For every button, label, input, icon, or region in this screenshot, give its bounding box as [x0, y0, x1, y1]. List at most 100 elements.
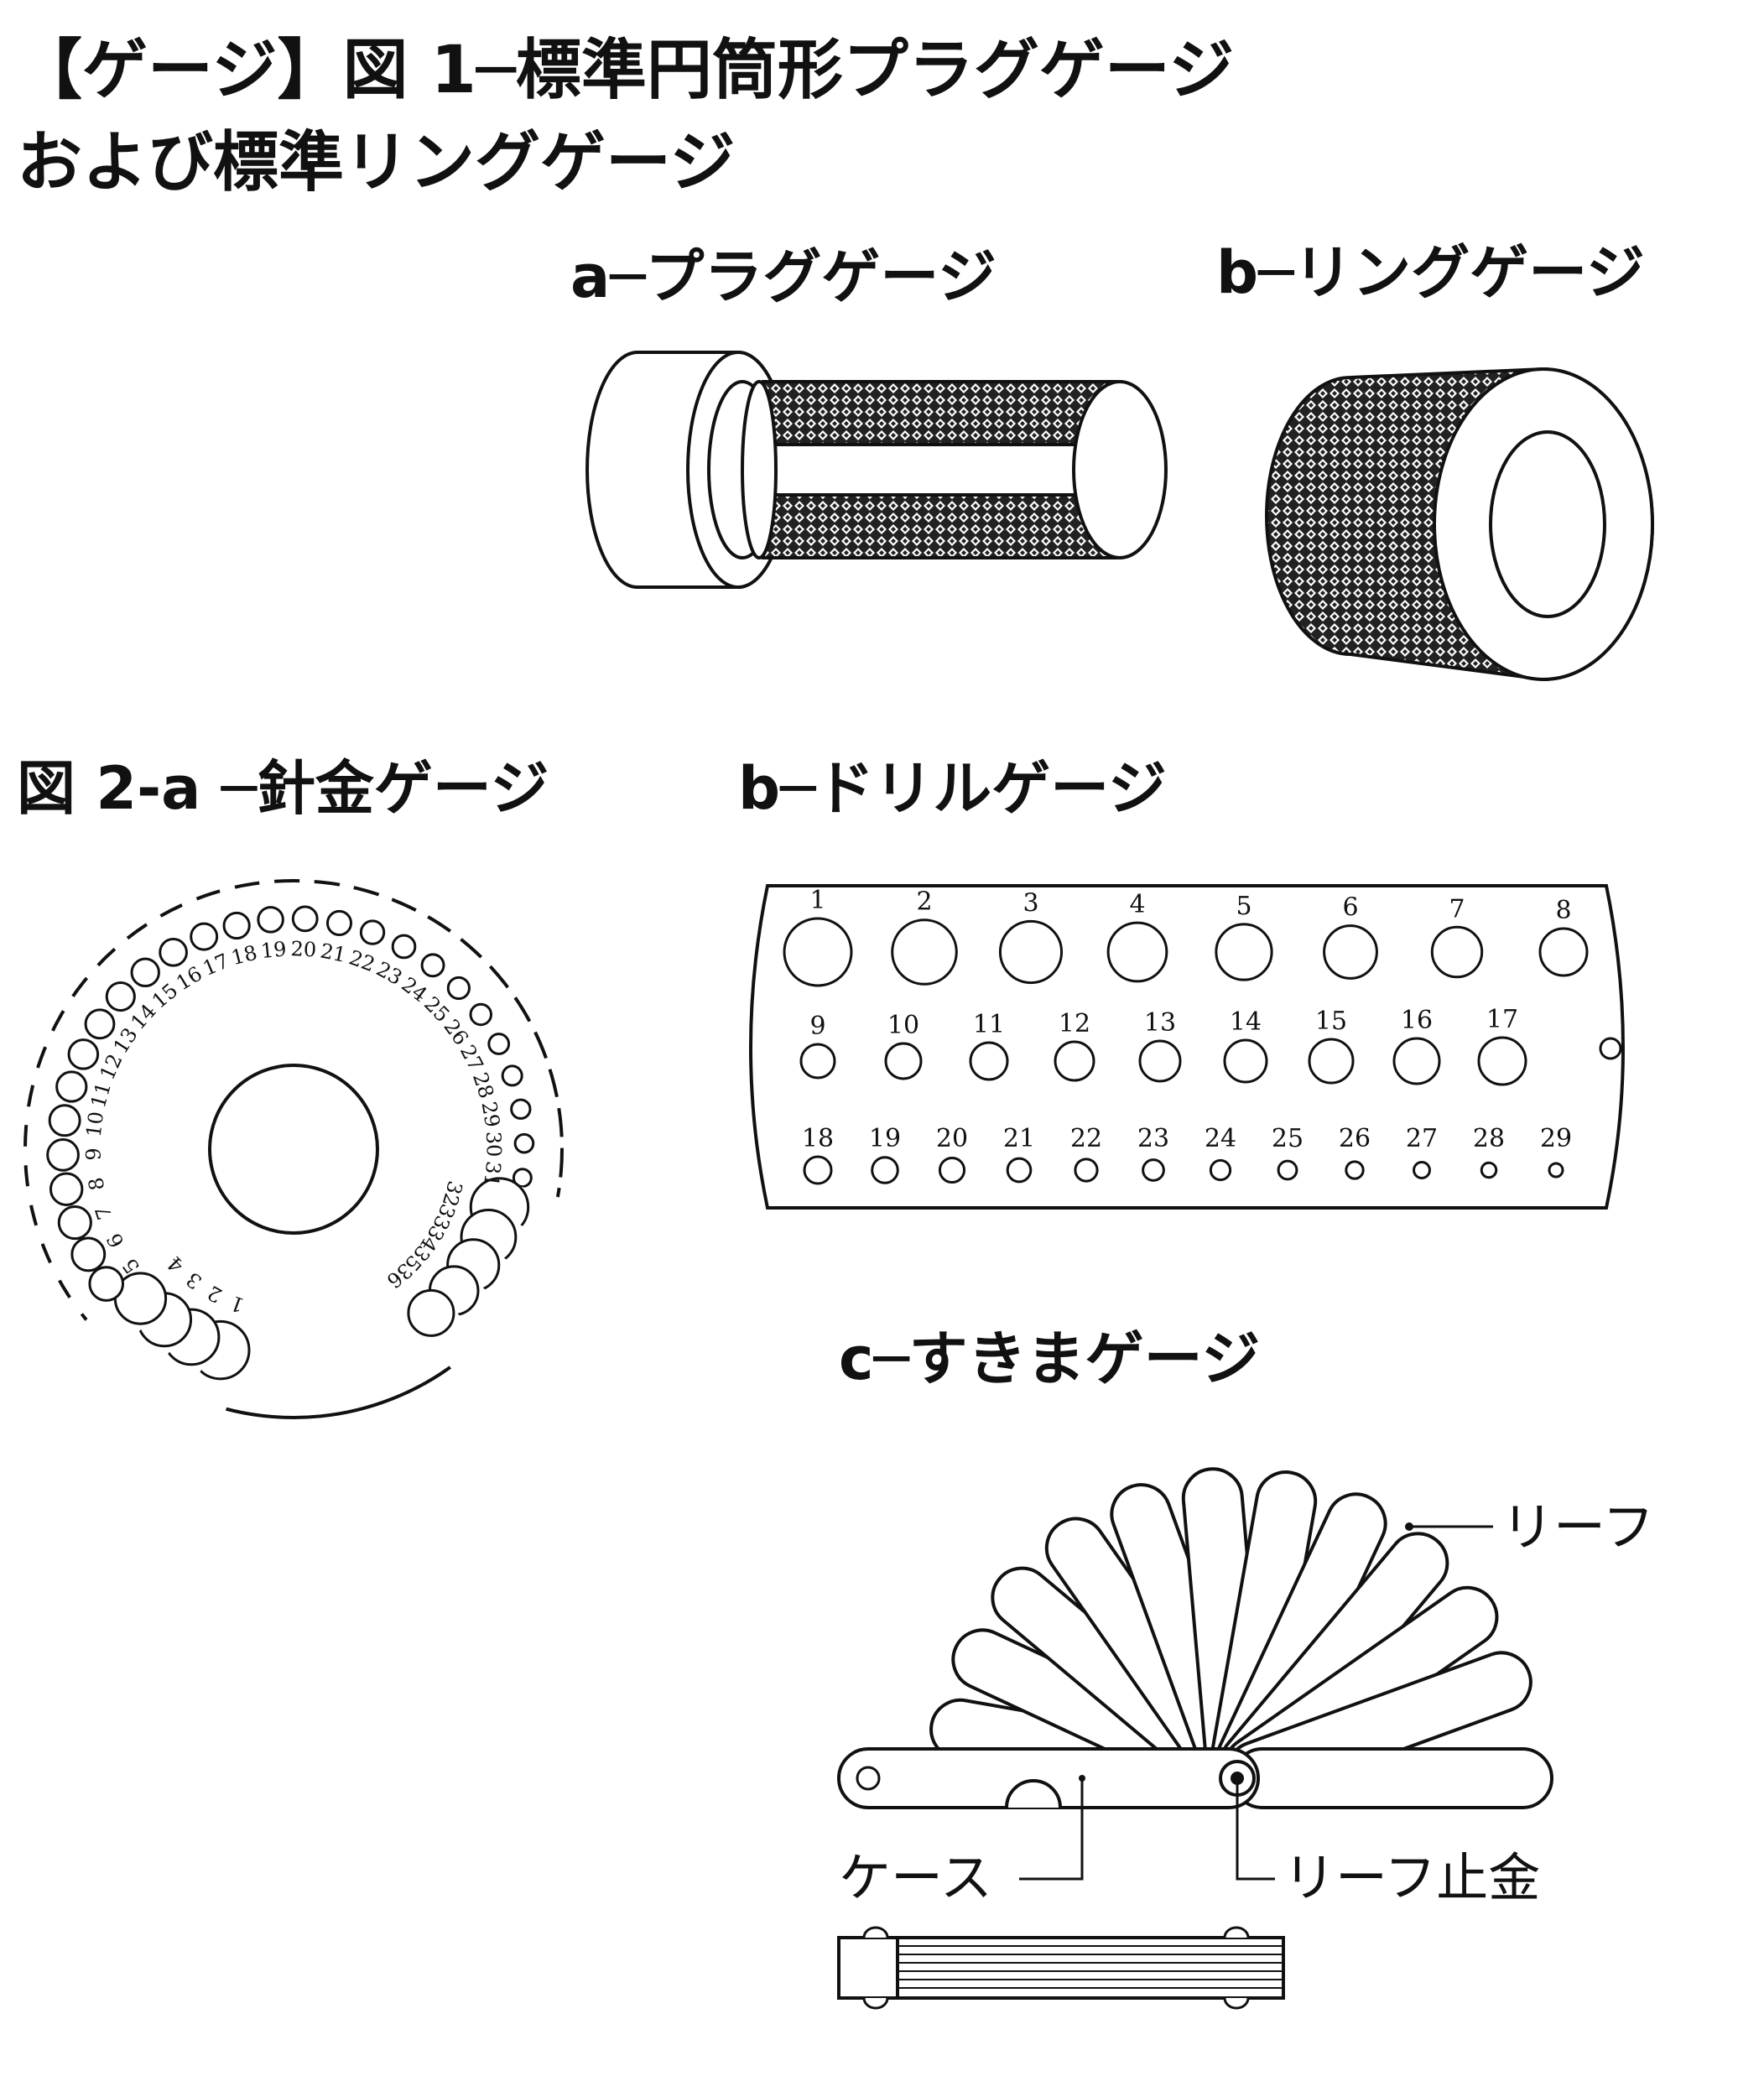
- wire-gauge-slot-hole: [84, 1008, 116, 1040]
- drill-hole-number: 25: [1272, 1124, 1303, 1153]
- drill-hole-number: 24: [1205, 1124, 1236, 1153]
- drill-hole: [783, 917, 853, 987]
- drill-hole-number: 4: [1129, 890, 1145, 919]
- wire-gauge-slot-hole: [446, 976, 471, 1001]
- wire-gauge-slot-hole: [510, 1098, 532, 1120]
- wire-gauge-slot-hole: [88, 1266, 125, 1302]
- wire-gauge-number: 8: [84, 1175, 109, 1192]
- drill-hole-number: 20: [936, 1124, 968, 1153]
- wire-gauge-number: 29: [476, 1100, 504, 1129]
- drill-hole: [1345, 1160, 1365, 1180]
- drill-hole: [1106, 921, 1168, 983]
- drill-hole-number: 6: [1342, 893, 1358, 923]
- wire-gauge-number: 21: [319, 939, 348, 966]
- wire-gauge-slot-hole: [159, 938, 188, 967]
- wire-gauge-number: 9: [81, 1147, 105, 1161]
- drill-hole-number: 12: [1059, 1009, 1090, 1038]
- wire-gauge-number: 19: [260, 937, 288, 963]
- drill-hole-number: 7: [1449, 894, 1465, 924]
- drill-hole-number: 10: [887, 1011, 919, 1040]
- drill-hole: [1142, 1158, 1165, 1182]
- wire-gauge-number: 30: [481, 1131, 506, 1157]
- callout-case: ケース: [839, 1847, 992, 1908]
- wire-gauge-slot-hole: [70, 1236, 107, 1272]
- drill-gauge-hang-hole: [1599, 1037, 1622, 1060]
- drill-hole-number: 14: [1230, 1007, 1262, 1037]
- callout-leaf-pin: リーフ止金: [1283, 1847, 1541, 1908]
- drill-hole: [938, 1156, 966, 1184]
- wire-gauge-slot: [522, 1172, 565, 1189]
- ring-gauge-label: b─リングゲージ: [1216, 238, 1645, 307]
- drill-hole: [803, 1155, 833, 1185]
- ring-gauge-drawing: [1265, 367, 1654, 682]
- drill-hole-number: 17: [1486, 1005, 1518, 1034]
- wire-gauge-slot-hole: [325, 909, 353, 936]
- drill-hole: [1392, 1037, 1441, 1085]
- drill-hole: [1074, 1158, 1099, 1183]
- drill-hole-number: 18: [802, 1124, 834, 1153]
- drill-hole: [998, 919, 1064, 985]
- drill-hole-number: 5: [1236, 892, 1251, 921]
- wire-gauge-slot-hole: [359, 919, 386, 945]
- drill-hole: [1480, 1161, 1498, 1179]
- feeler-gauge-label: c─すきまゲージ: [839, 1324, 1261, 1393]
- feeler-gauge-drawing: [837, 1467, 1553, 2010]
- wire-gauge-slot-hole: [501, 1064, 523, 1087]
- wire-gauge-slot-hole: [257, 906, 284, 934]
- wire-gauge-slot-hole: [487, 1033, 511, 1055]
- drill-gauge-label: b─ドリルゲージ: [738, 754, 1167, 823]
- drill-hole: [1308, 1038, 1355, 1085]
- drill-hole-number: 19: [869, 1124, 901, 1153]
- drill-hole: [871, 1156, 899, 1184]
- wire-gauge-slot-hole: [190, 922, 219, 951]
- drill-hole: [891, 918, 958, 986]
- wire-gauge-slot-hole: [55, 1070, 88, 1103]
- drill-hole: [1538, 927, 1589, 977]
- drill-hole: [1430, 925, 1484, 979]
- drill-hole-number: 27: [1406, 1124, 1438, 1153]
- drill-hole-number: 26: [1339, 1124, 1371, 1153]
- wire-gauge-slot-hole: [291, 905, 319, 933]
- plug-gauge-drawing: [585, 351, 1168, 589]
- drill-hole: [1138, 1039, 1182, 1083]
- drill-hole: [1209, 1158, 1232, 1182]
- drill-hole: [1054, 1040, 1095, 1082]
- wire-gauge-slot-hole: [512, 1168, 533, 1189]
- wire-gauge-number: 31: [479, 1160, 506, 1189]
- drill-hole-number: 2: [916, 887, 932, 917]
- drill-hole: [1323, 924, 1378, 980]
- wire-gauge-slot-hole: [67, 1038, 100, 1070]
- figure1-title-line1: 【ゲージ】図 1─標準円筒形プラグゲージ: [17, 33, 1235, 108]
- wire-gauge-slot: [523, 1137, 567, 1149]
- drill-hole-number: 28: [1473, 1124, 1505, 1153]
- drill-hole: [1215, 923, 1273, 981]
- wire-gauge-number: 10: [82, 1110, 109, 1138]
- drill-hole-number: 11: [973, 1010, 1005, 1039]
- wire-gauge-center-hole: [208, 1064, 379, 1235]
- wire-gauge-slot-hole: [222, 911, 251, 940]
- plug-gauge-label: a─プラグゲージ: [570, 242, 996, 311]
- drill-hole-number: 21: [1003, 1124, 1035, 1153]
- drill-hole-number: 3: [1022, 888, 1038, 918]
- wire-gauge-slot-hole: [469, 1002, 493, 1027]
- feeler-leaf-flat: [1231, 1747, 1553, 1809]
- wire-gauge-slot-hole: [48, 1104, 81, 1137]
- drill-hole-number: 1: [809, 886, 825, 915]
- drill-hole: [1548, 1162, 1564, 1179]
- drill-hole-number: 29: [1540, 1124, 1572, 1153]
- callout-leaf: リーフ: [1501, 1496, 1655, 1558]
- wire-gauge-slot-hole: [513, 1132, 535, 1154]
- drill-hole-number: 15: [1315, 1007, 1347, 1036]
- drill-hole: [884, 1042, 923, 1080]
- wire-gauge-slot-hole: [105, 981, 136, 1012]
- drill-hole: [799, 1043, 836, 1080]
- drill-hole: [1477, 1036, 1527, 1086]
- figure2-title: 図 2-a ─針金ゲージ: [17, 754, 549, 823]
- wire-gauge-slot-hole: [420, 953, 445, 978]
- drill-hole-number: 22: [1070, 1124, 1102, 1153]
- drill-hole-number: 16: [1401, 1006, 1433, 1035]
- drill-hole: [1413, 1161, 1431, 1179]
- drill-hole-number: 23: [1137, 1124, 1169, 1153]
